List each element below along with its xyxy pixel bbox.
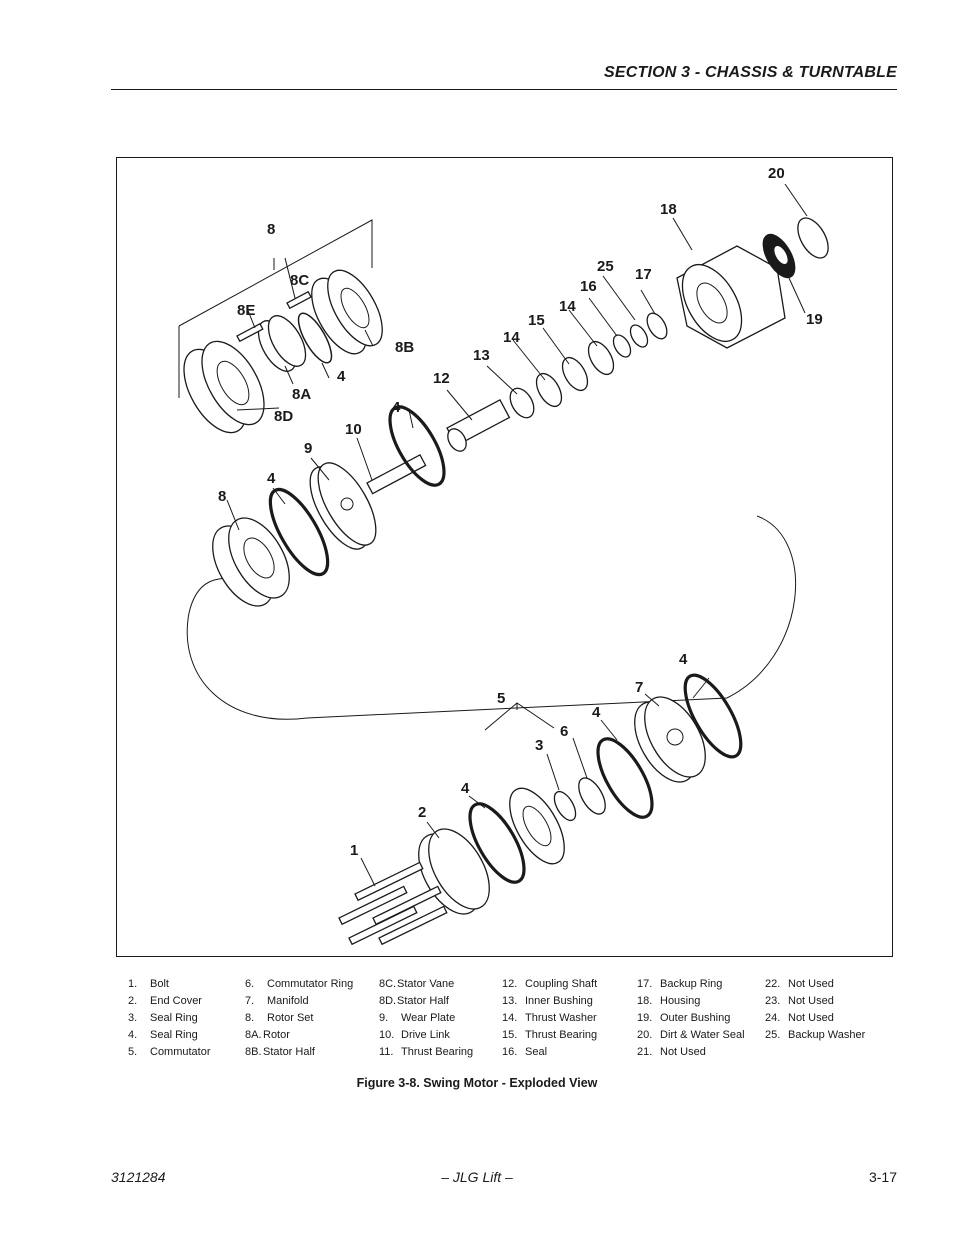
stator-vane-8c <box>286 290 312 310</box>
dirt-water-seal-20 <box>797 217 829 259</box>
callout-label: 4 <box>267 470 276 487</box>
thrust-washer-14b <box>587 340 615 376</box>
callout-label: 8C <box>290 272 309 289</box>
callout-label: 4 <box>392 399 401 416</box>
callout-label: 8A <box>292 386 311 403</box>
callout-label: 15 <box>528 312 545 329</box>
callout-label: 1 <box>350 842 358 859</box>
callout-label: 18 <box>660 201 677 218</box>
thrust-washer-14a <box>535 372 563 408</box>
callout-label: 8D <box>274 408 293 425</box>
callout-label: 4 <box>337 368 346 385</box>
commutator-5 <box>509 787 565 865</box>
rotor-8a <box>257 315 307 372</box>
callout-label: 8B <box>395 339 414 356</box>
callout-label: 6 <box>560 723 568 740</box>
callout-label: 19 <box>806 311 823 328</box>
backup-ring-17 <box>646 312 668 340</box>
inner-bushing-13 <box>509 387 535 419</box>
callout-label: 20 <box>768 165 785 182</box>
coupling-shaft-12 <box>446 398 511 452</box>
commutator-ring-6 <box>578 777 606 815</box>
stator-half-8b <box>311 269 383 355</box>
callout-label: 10 <box>345 421 362 438</box>
callout-label: 14 <box>559 298 576 315</box>
callout-label: 4 <box>592 704 601 721</box>
callout-label: 8 <box>267 221 275 238</box>
callout-label: 8E <box>237 302 255 319</box>
rotor-set-8 <box>212 517 290 607</box>
seal-ring-3 <box>553 790 577 822</box>
commutator-bracket <box>484 702 555 731</box>
seal-16 <box>612 334 632 358</box>
callout-label: 12 <box>433 370 450 387</box>
header-rule <box>111 89 897 90</box>
callout-label: 5 <box>497 690 505 707</box>
outer-bushing-19 <box>762 233 796 279</box>
callout-label: 4 <box>679 651 688 668</box>
figure-caption: Figure 3-8. Swing Motor - Exploded View <box>356 1076 598 1090</box>
exploded-view-figure: 20 18 8 8C 25 17 16 8E 19 14 15 8B 14 13… <box>116 157 893 957</box>
seal-ring-4c <box>683 673 743 759</box>
bolts-1 <box>338 861 448 946</box>
seal-ring-4e <box>468 802 526 884</box>
callout-label: 8 <box>218 488 226 505</box>
document-number: 3121284 <box>111 1169 166 1185</box>
thrust-bearing-15 <box>561 356 589 392</box>
callout-label: 13 <box>473 347 490 364</box>
wear-plate-9 <box>309 462 377 550</box>
callout-label: 25 <box>597 258 614 275</box>
callout-label: 14 <box>503 329 520 346</box>
stator-pin-8e <box>236 322 264 343</box>
exploded-view-drawing: 20 18 8 8C 25 17 16 8E 19 14 15 8B 14 13… <box>178 165 829 946</box>
housing-18 <box>676 245 786 349</box>
manifold-7 <box>634 696 706 783</box>
seal-ring-4b <box>388 405 446 487</box>
seal-ring-rotor <box>297 312 333 364</box>
page-number: 3-17 <box>868 1169 897 1185</box>
leader-lines <box>226 183 808 887</box>
rotor-set-bracket <box>178 219 373 398</box>
stator-half-8d <box>183 340 265 434</box>
end-cover-2 <box>418 828 490 915</box>
callout-label: 3 <box>535 737 543 754</box>
assembly-flow-line <box>186 515 797 720</box>
callout-label: 17 <box>635 266 652 283</box>
callout-label: 4 <box>461 780 470 797</box>
callout-label: 16 <box>580 278 597 295</box>
company-name: – JLG Lift – <box>441 1169 513 1185</box>
callout-label: 9 <box>304 440 312 457</box>
section-title: SECTION 3 - CHASSIS & TURNTABLE <box>603 64 897 81</box>
drive-link-10 <box>366 453 427 495</box>
seal-ring-4d <box>596 737 654 819</box>
backup-washer-25 <box>629 324 649 348</box>
callout-label: 2 <box>418 804 426 821</box>
callout-label: 7 <box>635 679 643 696</box>
